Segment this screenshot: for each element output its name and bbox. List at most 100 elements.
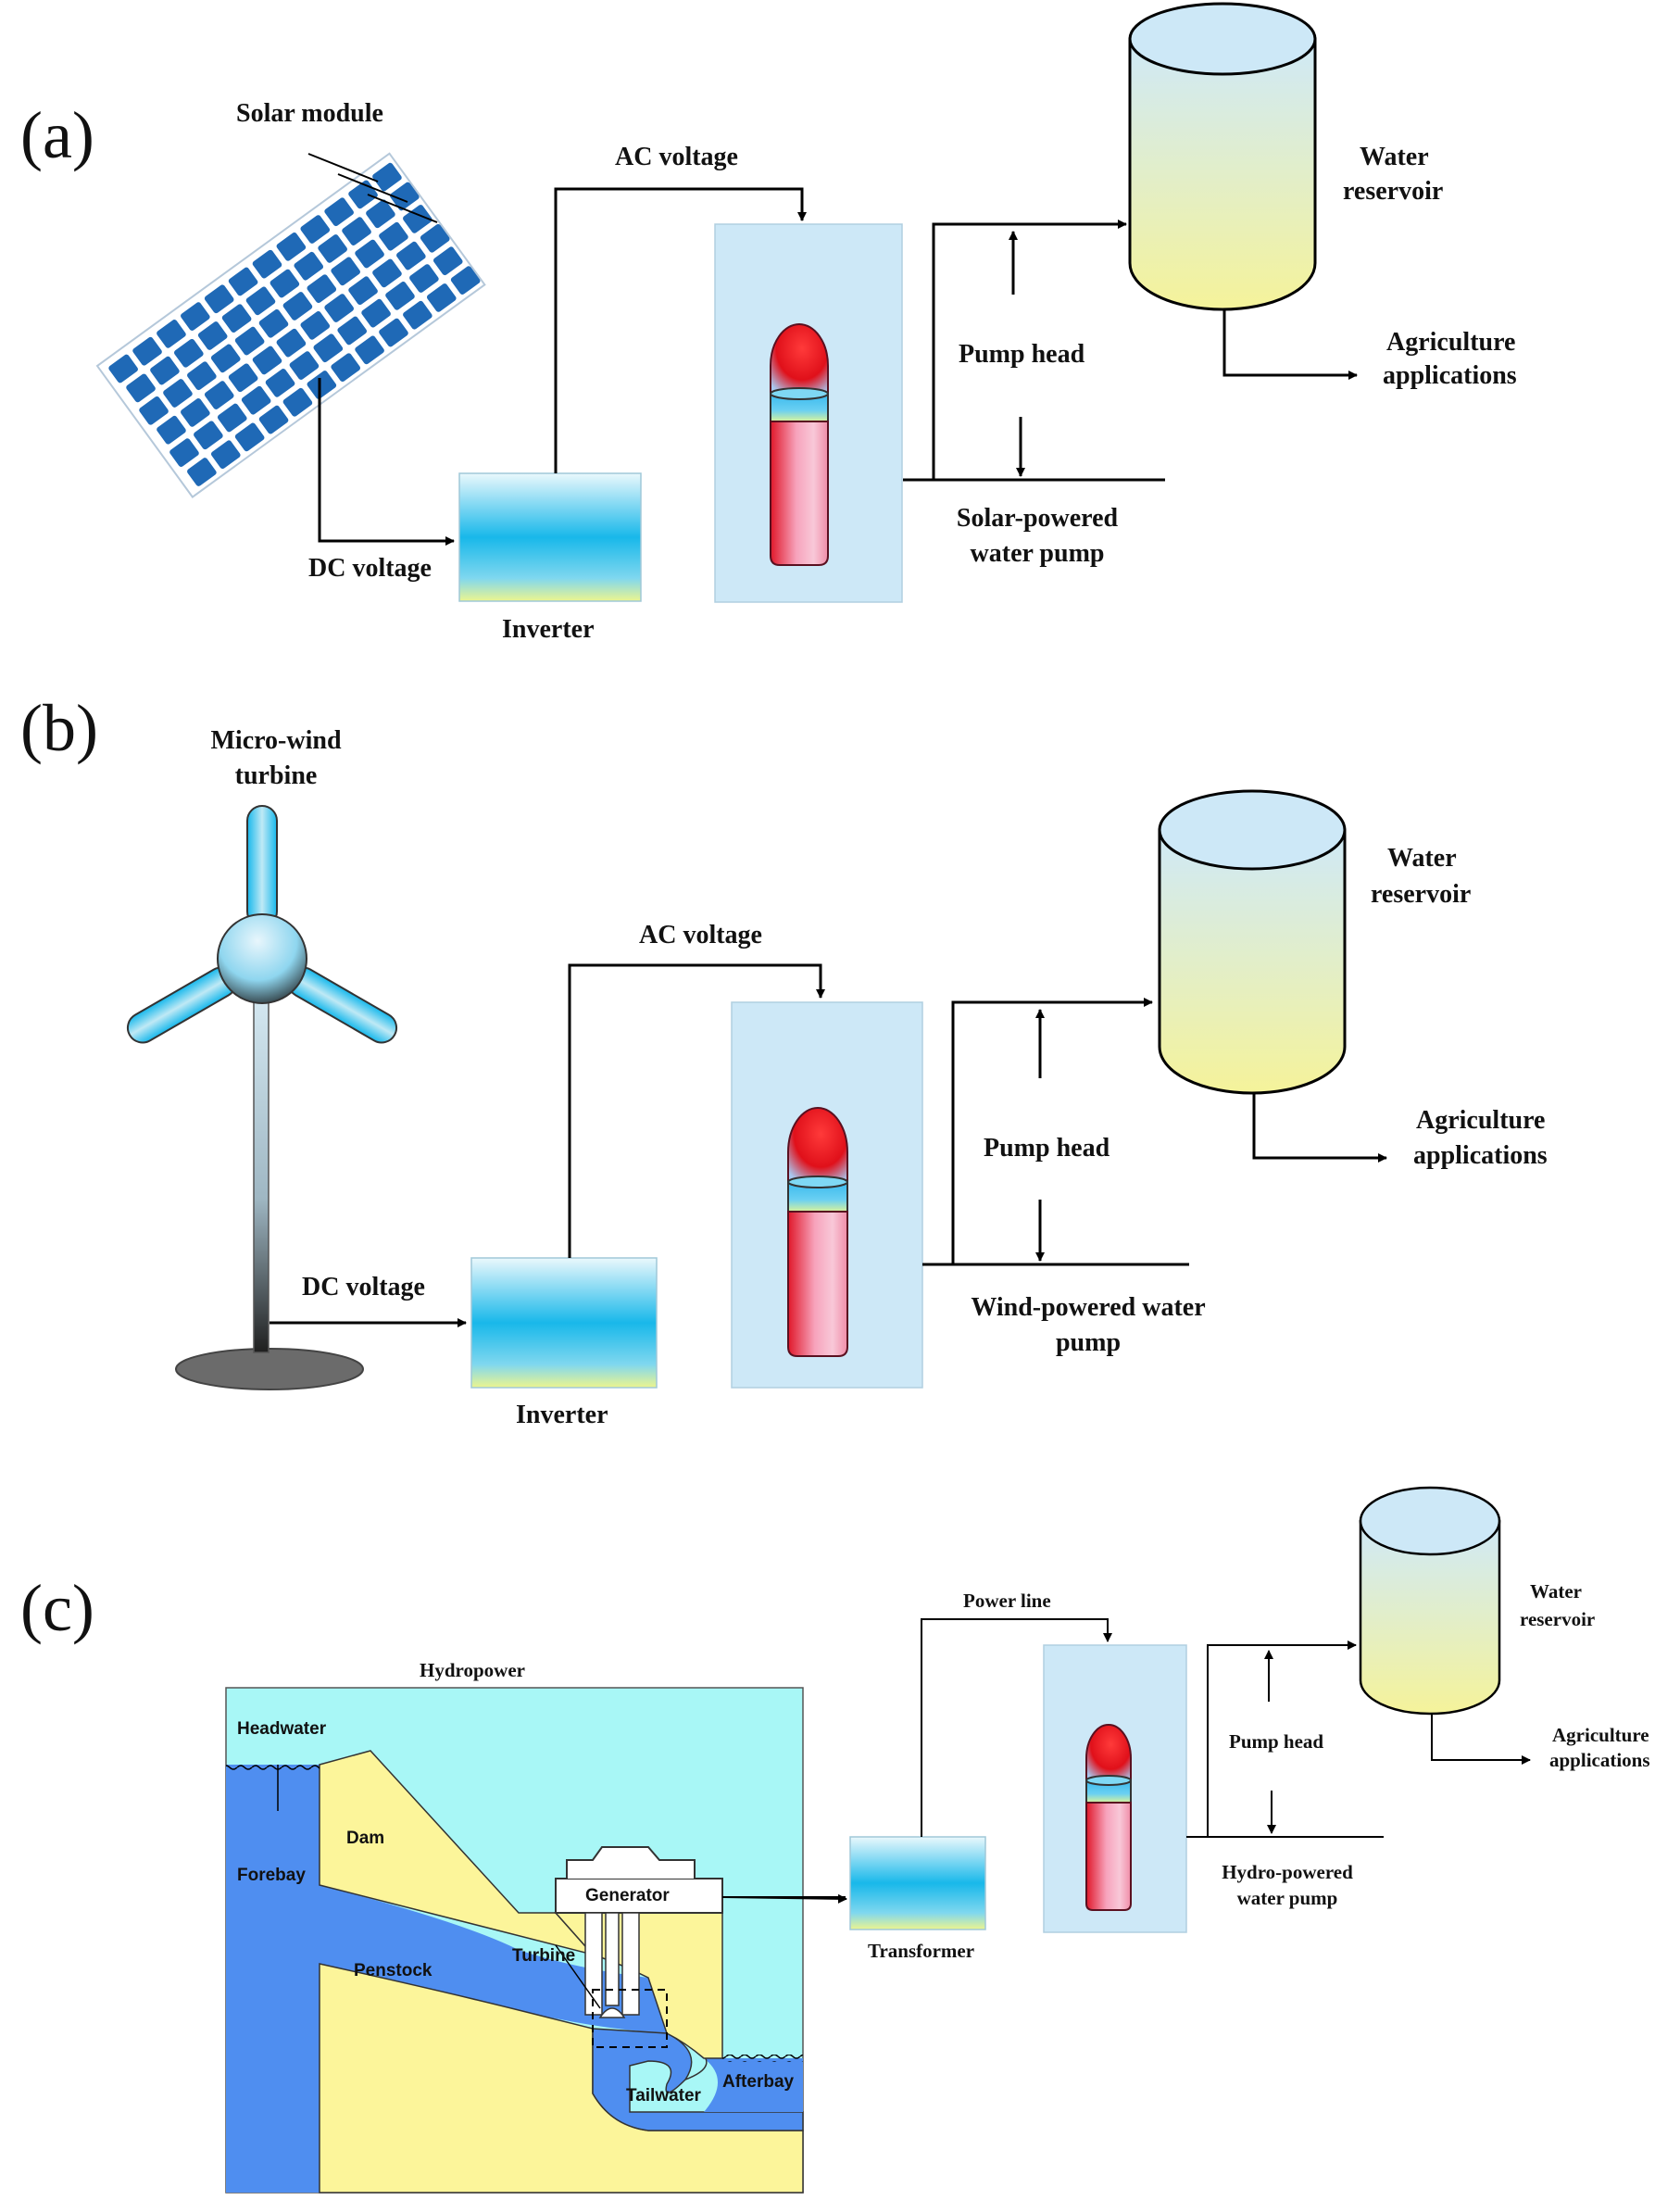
- solar-cell: [163, 379, 193, 408]
- solar-cell: [289, 351, 320, 380]
- agri-label-a-2: applications: [1383, 361, 1517, 390]
- solar-module-pointer: [307, 153, 438, 223]
- panel-a-label: (a): [20, 98, 94, 172]
- reservoir-label-a-2: reservoir: [1343, 177, 1443, 206]
- inverter-label-b: Inverter: [516, 1401, 608, 1429]
- reservoir-label-c-2: reservoir: [1520, 1608, 1595, 1630]
- reservoir-c: [1359, 1486, 1501, 1716]
- solar-cell: [379, 221, 408, 251]
- solar-cell: [307, 274, 337, 304]
- solar-cell: [204, 381, 234, 409]
- solar-cell: [426, 283, 457, 312]
- inverter-a: [458, 472, 642, 602]
- solar-cell: [331, 353, 360, 383]
- reservoir-label-a-1: Water: [1360, 143, 1429, 171]
- solar-cell: [169, 438, 199, 467]
- solar-cell: [276, 233, 307, 261]
- solar-cell: [265, 369, 295, 397]
- solar-cell: [228, 363, 258, 393]
- wind-turbine-icon: [126, 805, 398, 1390]
- solar-cell: [258, 405, 289, 434]
- pump-head-label-c: Pump head: [1229, 1730, 1323, 1753]
- solar-cell: [342, 217, 371, 245]
- solar-cell: [221, 304, 252, 333]
- transformer: [849, 1836, 986, 1930]
- penstock-label: Penstock: [354, 1961, 433, 1980]
- solar-cell: [210, 344, 241, 373]
- solar-cell: [379, 318, 408, 347]
- solar-cell: [282, 387, 313, 417]
- solar-cell: [210, 440, 241, 470]
- solar-cell: [234, 422, 265, 452]
- pump-caption-a-line2: water pump: [971, 539, 1105, 568]
- solar-cell: [324, 294, 354, 322]
- agri-label-c-1: Agriculture: [1552, 1724, 1649, 1746]
- solar-cell: [361, 298, 391, 328]
- solar-cell: [204, 284, 234, 314]
- pump-caption-c-2: water pump: [1237, 1887, 1338, 1909]
- solar-cell: [372, 258, 402, 288]
- solar-cell: [126, 373, 156, 403]
- turbine-label: Turbine: [512, 1946, 575, 1966]
- ac-line-a: [554, 187, 807, 473]
- solar-cell: [294, 251, 324, 281]
- pump-caption-a-line1: Solar-powered: [957, 504, 1119, 533]
- afterbay-label: Afterbay: [722, 2072, 795, 2092]
- pump-caption-a: Solar-powered water pump: [957, 504, 1119, 568]
- generator-label: Generator: [585, 1886, 670, 1905]
- panel-a: (a) Solar module DC voltage Inverter AC …: [20, 2, 1517, 644]
- solar-cell: [300, 311, 331, 340]
- solar-cell: [331, 257, 360, 286]
- inverter-b: [470, 1257, 658, 1389]
- transformer-label: Transformer: [868, 1940, 974, 1962]
- solar-cell: [217, 403, 247, 433]
- agri-label-a-1: Agriculture: [1386, 328, 1515, 357]
- solar-cell: [409, 264, 439, 293]
- solar-cell: [187, 458, 217, 486]
- gen-to-transformer-line: [721, 1893, 847, 1904]
- solar-cell: [108, 354, 138, 383]
- ac-voltage-label-b: AC voltage: [639, 921, 762, 949]
- pump-icon-b: [787, 1107, 848, 1357]
- solar-cell: [194, 421, 223, 450]
- solar-cell: [337, 316, 368, 346]
- pump-caption-b-1: Wind-powered water: [971, 1293, 1205, 1322]
- solar-cell: [450, 266, 481, 295]
- solar-cell: [276, 328, 307, 358]
- pipe-a: [932, 220, 1127, 480]
- solar-cell: [181, 302, 210, 331]
- forebay-label: Forebay: [237, 1866, 306, 1885]
- panel-b: (b) Micro-wind turbine DC voltage Invert…: [20, 691, 1548, 1429]
- outflow-a: [1222, 309, 1358, 380]
- ac-voltage-label-a: AC voltage: [615, 143, 738, 171]
- panel-b-label: (b): [20, 691, 98, 765]
- solar-cell: [396, 241, 426, 270]
- solar-cell: [258, 308, 289, 338]
- solar-cell: [181, 398, 210, 427]
- solar-cell: [197, 321, 228, 350]
- pump-icon-c: [1085, 1724, 1132, 1911]
- dam-label: Dam: [346, 1829, 384, 1848]
- solar-cell: [282, 292, 313, 321]
- reservoir-a: [1128, 2, 1317, 311]
- solar-cell: [234, 326, 265, 356]
- solar-cell: [420, 223, 450, 253]
- solar-cell: [385, 282, 415, 310]
- solar-cell: [241, 385, 271, 415]
- solar-cell: [390, 182, 420, 211]
- solar-cell: [270, 269, 300, 298]
- solar-cell: [366, 199, 395, 229]
- outflow-b: [1252, 1093, 1387, 1163]
- power-line: [921, 1618, 1112, 1837]
- pump-caption-c-1: Hydro-powered: [1222, 1861, 1353, 1883]
- wind-turbine-label-1: Micro-wind: [210, 726, 341, 755]
- panel-c-label: (c): [20, 1571, 94, 1645]
- dc-line-a: [318, 378, 455, 546]
- hydropower-label: Hydropower: [420, 1659, 525, 1681]
- solar-cell: [348, 276, 378, 306]
- solar-cell: [324, 197, 354, 227]
- solar-cell: [150, 356, 180, 385]
- solar-cell: [355, 239, 384, 269]
- ac-line-b: [568, 963, 825, 1258]
